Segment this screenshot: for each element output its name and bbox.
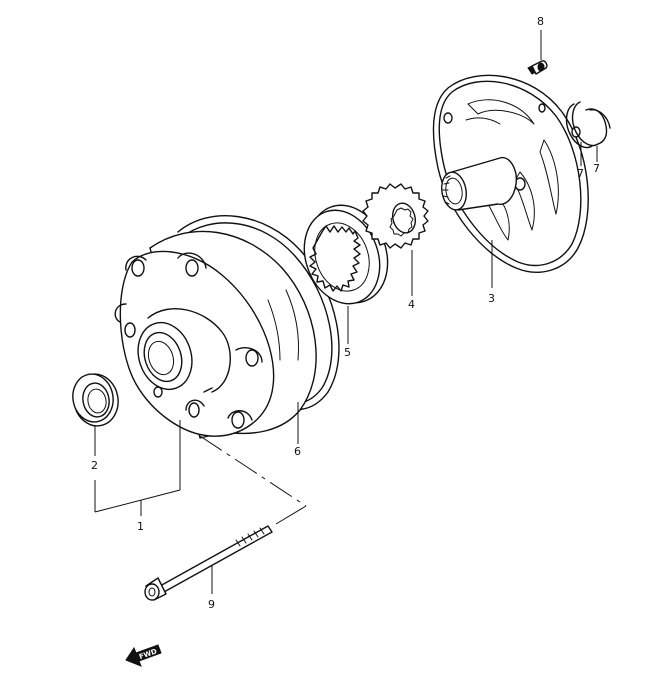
part-3-pump-cover: [432, 74, 589, 273]
callout-7-right: 7: [593, 162, 600, 175]
callout-5: 5: [344, 346, 351, 359]
part-9-long-bolt: [144, 525, 273, 601]
part-7-snap-rings: [565, 101, 611, 149]
leader-lines: [94, 30, 598, 594]
callout-6: 6: [294, 445, 301, 458]
part-4-inner-gear: [362, 183, 429, 249]
fwd-arrow-icon: FWD: [125, 644, 162, 667]
callout-9: 9: [208, 598, 215, 611]
part-8-bolt: [527, 60, 548, 75]
callout-7-left: 7: [577, 167, 584, 180]
fwd-label: FWD: [138, 647, 158, 661]
callout-2: 2: [91, 459, 98, 472]
callout-3: 3: [488, 292, 495, 305]
callout-8: 8: [537, 15, 544, 28]
callout-4: 4: [408, 298, 415, 311]
callout-1: 1: [137, 520, 144, 533]
part-2-oil-seal: [72, 373, 119, 427]
part-1-pump-body: [114, 230, 317, 439]
part-6-o-ring: [177, 215, 340, 411]
callout-labels: 8 7 7 3 4 5 6 2 1 9: [91, 15, 600, 611]
